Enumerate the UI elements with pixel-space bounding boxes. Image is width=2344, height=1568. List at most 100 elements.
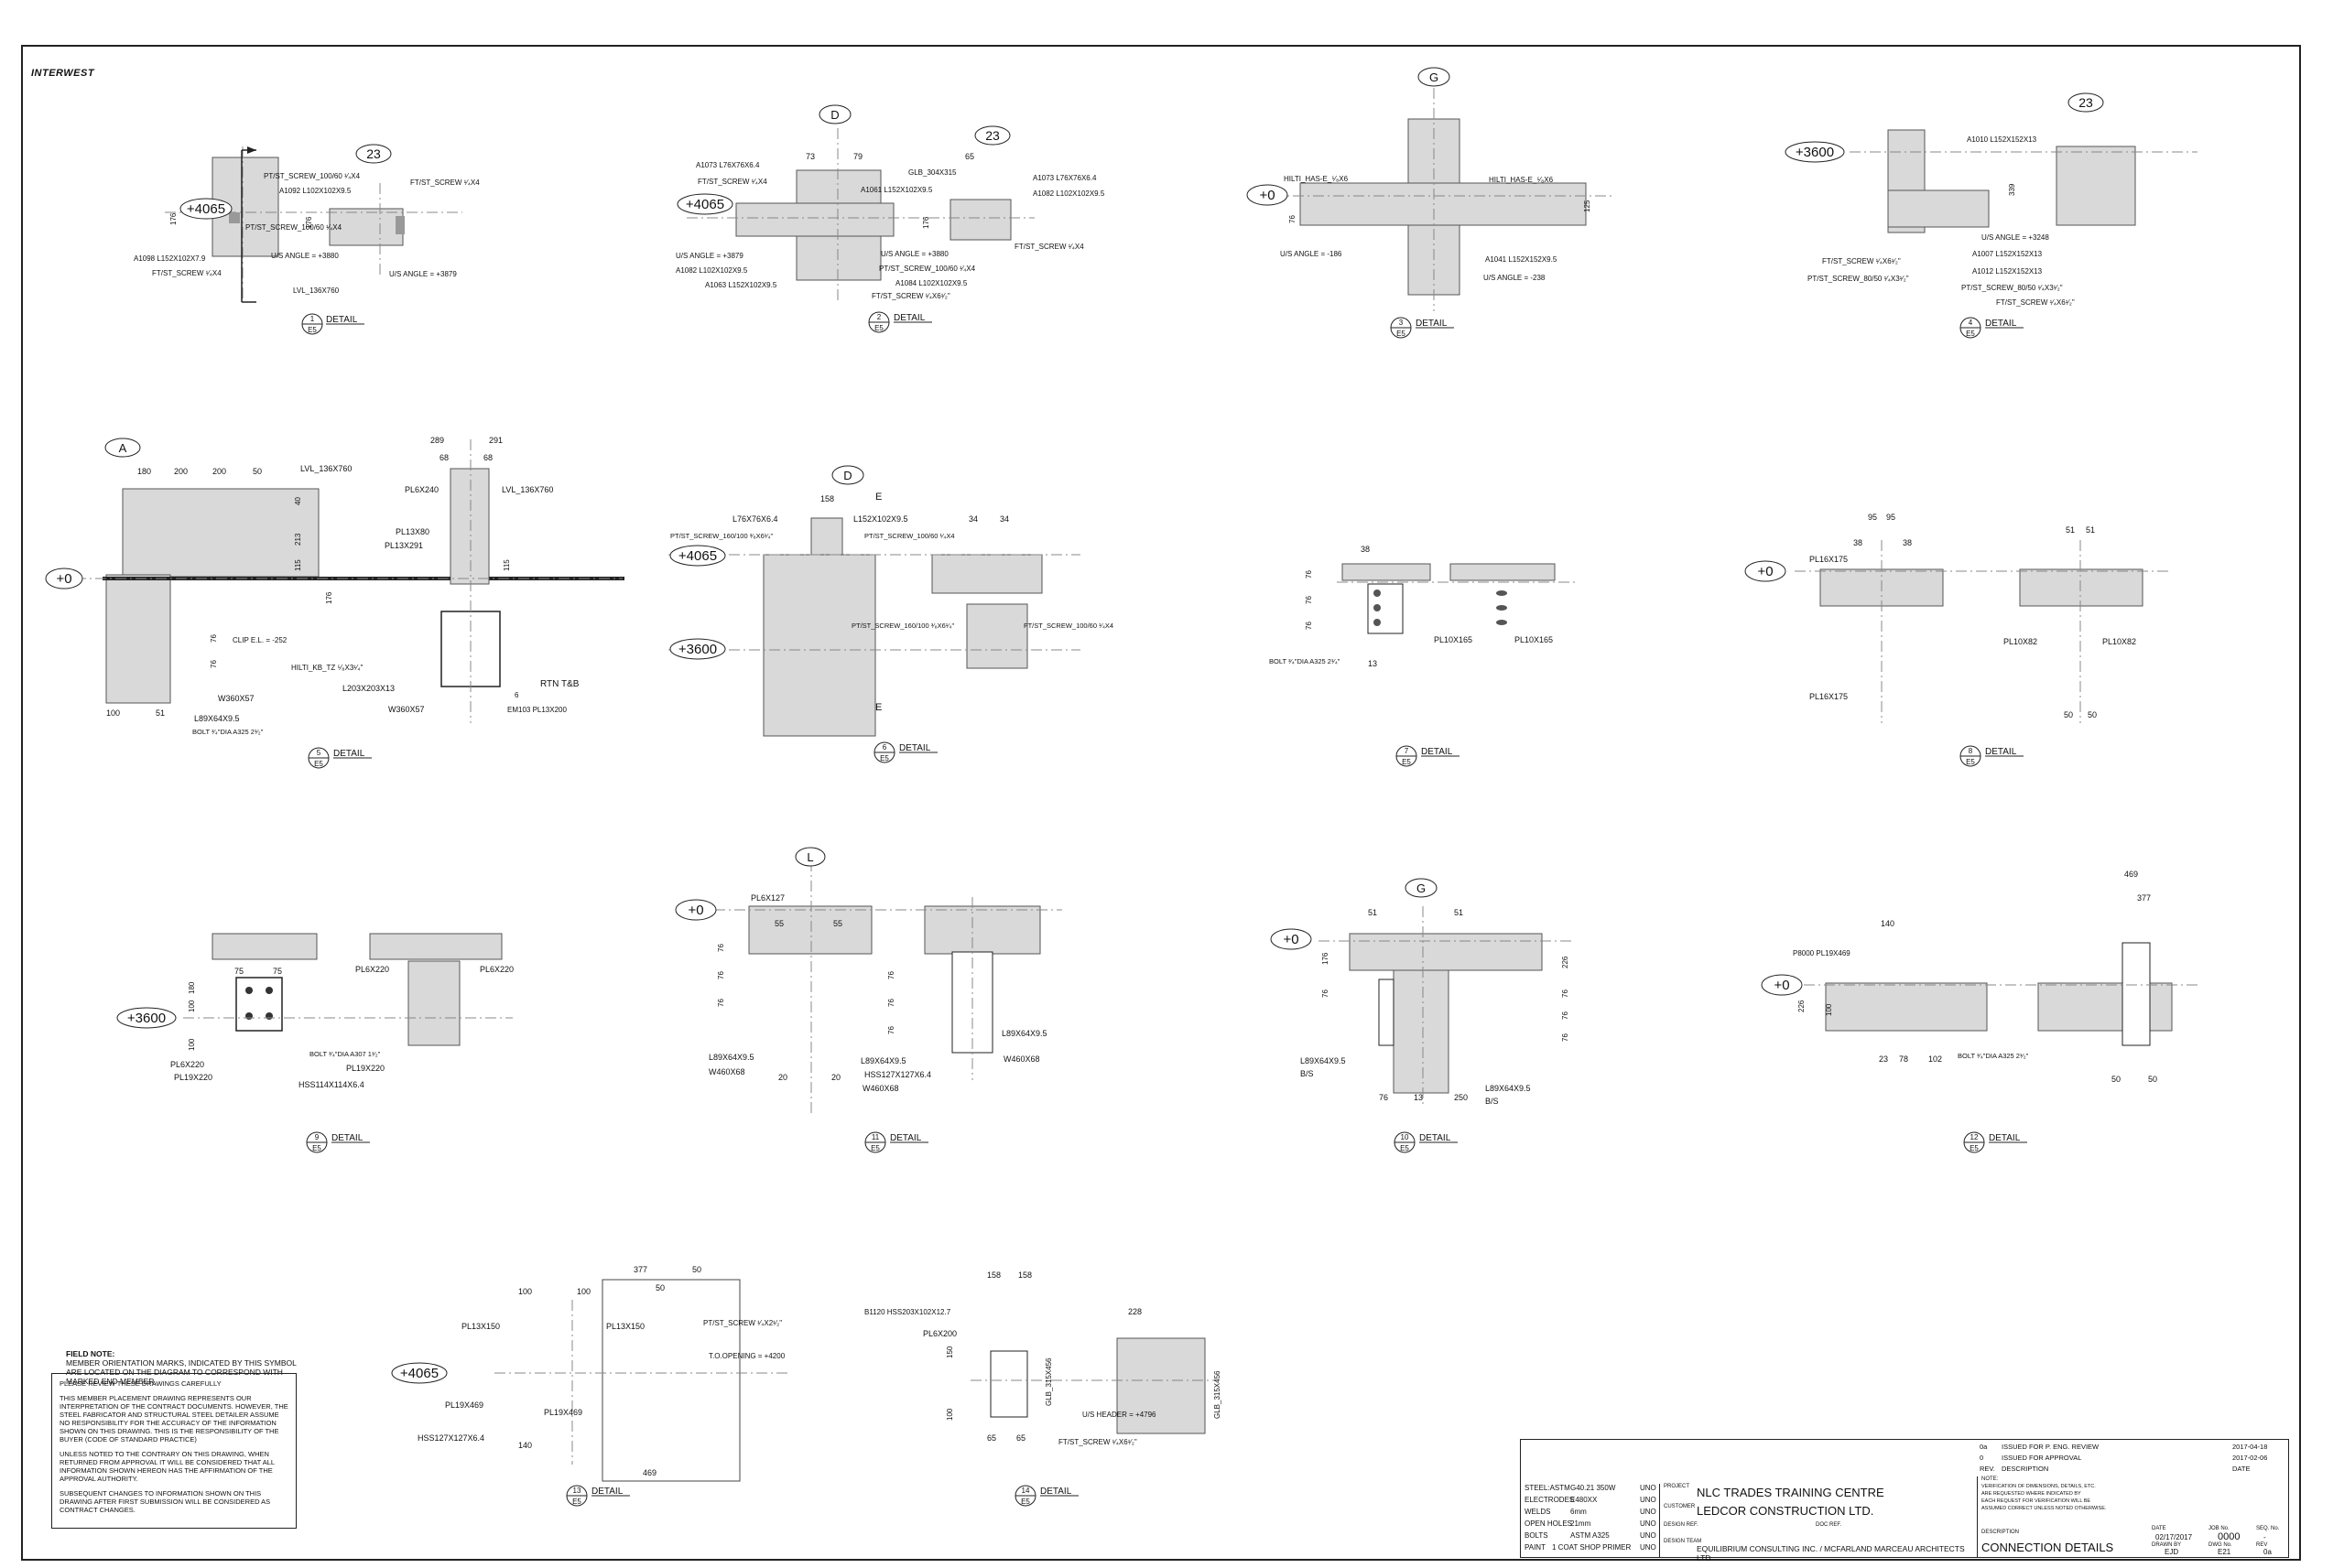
- detail-13-note-1: PL13X150: [606, 1322, 645, 1331]
- detail-2-note-11: A1084 L102X102X9.5: [895, 279, 968, 287]
- detail-6-elevation: +4065: [678, 548, 717, 564]
- detail-5-note-12: L89X64X9.5: [194, 714, 240, 723]
- detail-10-number: 10: [1401, 1133, 1409, 1141]
- detail-1-note-0: PT/ST_SCREW_100/60 ¹⁄₄X4: [264, 172, 361, 180]
- detail-10-dim-1: 51: [1454, 908, 1463, 917]
- detail-3-label: DETAIL: [1416, 319, 1448, 329]
- detail-8-note-2: PL10X82: [2003, 637, 2037, 646]
- detail-12-dim-9: 50: [2148, 1075, 2157, 1084]
- detail-11-note-0: PL6X127: [751, 893, 785, 903]
- detail-6-note-2: PT/ST_SCREW_160/100 ³⁄₈X6¹⁄₄": [670, 532, 774, 540]
- drawn-by: EJD: [2165, 1548, 2179, 1556]
- detail-11-dim-0: 55: [775, 919, 784, 928]
- detail-10-dim-3: 226: [1561, 956, 1569, 968]
- detail-8-note-0: PL16X175: [1809, 555, 1848, 564]
- detail-14-dim-2: 228: [1128, 1307, 1142, 1316]
- detail-9-note-4: PL19X220: [346, 1064, 385, 1073]
- detail-7-dim-1: 76: [1305, 570, 1313, 579]
- detail-6-note-1: L152X102X9.5: [853, 514, 908, 524]
- detail-6-note-7: E: [875, 702, 882, 713]
- detail-12-dim-4: 100: [1825, 1003, 1833, 1016]
- notes-line-3: SUBSEQUENT CHANGES TO INFORMATION SHOWN …: [60, 1489, 271, 1514]
- detail-13-label: DETAIL: [591, 1487, 624, 1497]
- spec-bolts-unit: UNO: [1640, 1531, 1656, 1540]
- detail-3-dim-0: 76: [1288, 215, 1297, 223]
- detail-9-dim-2: 180: [188, 981, 196, 994]
- detail-5-dim-8: 40: [294, 497, 302, 505]
- detail-13-note-0: PL13X150: [461, 1322, 500, 1331]
- detail-10-label: DETAIL: [1419, 1133, 1451, 1143]
- detail-9-sheet: E5: [312, 1144, 321, 1152]
- design-ref-label: DESIGN REF.: [1664, 1522, 1698, 1528]
- detail-6-dim-2: 34: [1000, 514, 1009, 524]
- spec-welds-unit: UNO: [1640, 1508, 1656, 1516]
- detail-5-note-8: W360X57: [218, 694, 255, 703]
- date-label: DATE: [2152, 1526, 2166, 1531]
- detail-10-dim-2: 176: [1321, 952, 1329, 965]
- detail-6-sheet: E5: [880, 754, 889, 762]
- detail-11-note-1: L89X64X9.5: [709, 1053, 754, 1062]
- detail-1-elevation: +4065: [187, 201, 225, 217]
- detail-6-note-3: PT/ST_SCREW_100/60 ¹⁄₄X4: [864, 532, 955, 540]
- detail-3-note-3: A1041 L152X152X9.5: [1485, 255, 1557, 264]
- detail-5-elevation: +0: [56, 571, 71, 587]
- detail-10-dim-8: 76: [1379, 1093, 1388, 1102]
- detail-11-dim-9: 20: [831, 1073, 841, 1082]
- detail-2-callout-2: 23: [985, 128, 1000, 143]
- drawing-description: CONNECTION DETAILS: [1981, 1541, 2114, 1554]
- detail-13: +4065 PL13X150 PL13X150 PT/ST_SCREW ¹⁄₄X…: [391, 1265, 787, 1507]
- detail-9-number: 9: [315, 1133, 320, 1141]
- spec-steel-value: G40.21 350W: [1570, 1484, 1616, 1492]
- detail-13-dim-5: 140: [518, 1441, 532, 1450]
- detail-1-note-7: LVL_136X760: [293, 287, 340, 295]
- revision-0-desc: ISSUED FOR P. ENG. REVIEW: [2002, 1443, 2100, 1451]
- detail-2-dim-0: 73: [806, 152, 815, 161]
- detail-4-dim-0: 339: [2008, 183, 2016, 196]
- detail-4-note-1: U/S ANGLE = +3248: [1981, 233, 2049, 242]
- detail-9-note-0: PL6X220: [355, 965, 389, 974]
- detail-14-label: DETAIL: [1040, 1487, 1072, 1497]
- detail-1-number: 1: [310, 315, 315, 323]
- detail-12-dim-2: 140: [1881, 919, 1894, 928]
- detail-3-number: 3: [1399, 319, 1404, 327]
- detail-13-dim-2: 377: [634, 1265, 647, 1274]
- detail-2-note-7: A1082 L102X102X9.5: [676, 266, 748, 275]
- detail-5-dim-1: 200: [174, 467, 188, 476]
- detail-5-dim-0: 180: [137, 467, 151, 476]
- detail-6-callout: D: [843, 469, 852, 482]
- detail-8-sheet: E5: [1966, 758, 1975, 766]
- detail-10-dim-4: 76: [1561, 989, 1569, 998]
- detail-5-note-4: PL13X291: [385, 541, 423, 550]
- rev-label: REV: [2256, 1542, 2268, 1548]
- revision-header-date: DATE: [2232, 1465, 2251, 1473]
- spec-paint-value: 1 COAT SHOP PRIMER: [1552, 1543, 1632, 1552]
- detail-5-sheet: E5: [314, 760, 323, 768]
- detail-4-note-7: FT/ST_SCREW ¹⁄₄X6¹⁄₂": [1996, 298, 2075, 307]
- detail-3: G +0 HILTI_HAS-E_⁵⁄₈X6 HILTI_HAS-E_⁵⁄₈X6…: [1246, 67, 1612, 339]
- detail-9-note-1: PL6X220: [480, 965, 514, 974]
- detail-5-dim-7: 68: [483, 453, 493, 462]
- detail-2-note-1: FT/ST_SCREW ¹⁄₄X4: [698, 178, 767, 186]
- detail-12-note-0: P8000 PL19X469: [1793, 949, 1850, 957]
- detail-1-callout: 23: [366, 146, 381, 161]
- detail-14-note-2: GLB_315X456: [1045, 1357, 1053, 1406]
- detail-13-note-2: PT/ST_SCREW ¹⁄₄X2¹⁄₂": [703, 1319, 782, 1327]
- detail-8-dim-2: 38: [1853, 538, 1862, 547]
- detail-12-dim-7: 102: [1928, 1054, 1942, 1064]
- detail-6-label: DETAIL: [899, 743, 931, 753]
- revision-1-rev: 0: [1980, 1454, 1984, 1462]
- detail-2-note-10: PT/ST_SCREW_100/60 ¹⁄₄X4: [879, 265, 976, 273]
- detail-4-callout: 23: [2078, 95, 2093, 110]
- detail-4-note-6: PT/ST_SCREW_80/50 ¹⁄₄X3¹⁄₂": [1961, 284, 2063, 292]
- detail-8-note-3: PL10X82: [2102, 637, 2136, 646]
- detail-6-dim-1: 34: [969, 514, 978, 524]
- detail-12-dim-8: 50: [2111, 1075, 2121, 1084]
- detail-2-note-13: FT/ST_SCREW ¹⁄₄X6¹⁄₂": [872, 292, 950, 300]
- detail-5-dim-2: 200: [212, 467, 226, 476]
- detail-2-note-2: A1061 L152X102X9.5: [861, 186, 933, 194]
- detail-5-dim-10: 115: [294, 559, 302, 571]
- seq-label: SEQ. No.: [2256, 1526, 2280, 1531]
- detail-1-note-1: A1092 L102X102X9.5: [279, 187, 352, 195]
- detail-8-dim-0: 95: [1868, 513, 1877, 522]
